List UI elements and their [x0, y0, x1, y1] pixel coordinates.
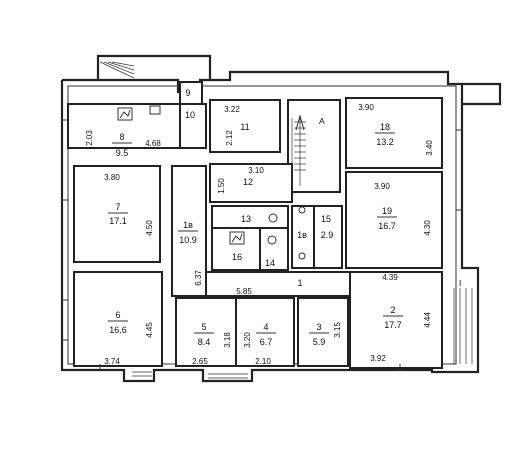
room-number: 12: [243, 177, 253, 187]
dim-label: 4.39: [382, 273, 398, 282]
room-1v-small: 1в 2.9: [297, 230, 333, 240]
dim-label: 1.50: [217, 178, 226, 194]
room-number: 16: [232, 252, 242, 262]
room-number: 14: [265, 258, 275, 268]
room-1: 1: [297, 278, 302, 288]
dim-label: 4.44: [423, 312, 432, 328]
room-number: 19: [382, 206, 392, 216]
dim-label: 6.37: [194, 270, 203, 286]
stair-bottom-left: [132, 371, 152, 377]
room-11: 11: [240, 122, 249, 132]
interior-walls: [67, 81, 443, 369]
room-1v-corridor: 1в 10.9: [178, 220, 198, 245]
room-area: 10.9: [179, 235, 197, 245]
room-6: 6 16.6: [108, 310, 128, 335]
room-number: 1: [297, 278, 302, 288]
room-area: 5.9: [313, 337, 326, 347]
stair-bottom-middle: [208, 373, 248, 379]
dim-label: 3.15: [333, 322, 342, 338]
room-12: 12: [243, 177, 253, 187]
dim-label: 5.85: [236, 287, 252, 296]
room-area: 8.4: [198, 337, 211, 347]
room-number: 13: [241, 214, 251, 224]
dim-label: 3.90: [374, 182, 390, 191]
room-number: 1в: [183, 220, 193, 230]
stair-entry-top: [99, 61, 135, 79]
room-number: 9: [185, 88, 190, 98]
dimensions: 2.03 4.68 3.22 2.12 3.90 3.40 3.10 1.50 …: [85, 103, 434, 366]
dim-label: 3.80: [104, 173, 120, 182]
room-area: 17.1: [109, 216, 127, 226]
room-number: 15: [321, 214, 331, 224]
room-19: 19 16.7: [377, 206, 397, 231]
dim-label: 2.65: [192, 357, 208, 366]
room-5: 5 8.4: [194, 322, 214, 347]
stair-mark-a: А: [319, 116, 325, 126]
room-number: 2: [390, 305, 395, 315]
room-9: 9: [185, 88, 190, 98]
room-number: 1в: [297, 230, 307, 240]
mark-i: I: [459, 278, 461, 288]
room-4: 4 6.7: [256, 322, 276, 347]
windows: [62, 119, 462, 370]
dim-label: 3.20: [243, 332, 252, 348]
room-area: 9.5: [116, 148, 129, 158]
stair-right: [453, 288, 473, 364]
dim-label: 4.30: [423, 220, 432, 236]
room-number: 6: [115, 310, 120, 320]
room-number: 5: [201, 322, 206, 332]
dim-label: 3.90: [358, 103, 374, 112]
room-number: 18: [380, 122, 390, 132]
room-area: 16.7: [378, 221, 396, 231]
room-8: 8 9.5: [112, 132, 132, 158]
room-16: 16: [232, 252, 242, 262]
dim-label: 3.40: [425, 140, 434, 156]
room-13: 13: [241, 214, 251, 224]
room-number: 4: [263, 322, 268, 332]
room-number: 3: [316, 322, 321, 332]
room-number: 11: [240, 122, 249, 132]
dim-label: 3.92: [370, 354, 386, 363]
room-15: 15: [321, 214, 331, 224]
room-area: 16.6: [109, 325, 127, 335]
room-7: 7 17.1: [108, 202, 128, 226]
room-2: 2 17.7: [383, 305, 403, 330]
dim-label: 3.18: [223, 332, 232, 348]
room-number: 10: [185, 110, 195, 120]
room-area: 13.2: [376, 137, 394, 147]
dim-label: 2.12: [225, 130, 234, 146]
dim-label: 4.68: [145, 139, 161, 148]
dim-label: 3.10: [248, 166, 264, 175]
dim-label: 4.50: [145, 220, 154, 236]
fixtures: [117, 105, 306, 260]
room-area: 17.7: [384, 320, 402, 330]
room-number: 8: [119, 132, 124, 142]
room-area: 2.9: [321, 230, 334, 240]
dim-label: 4.45: [145, 322, 154, 338]
dim-label: 2.10: [255, 357, 271, 366]
room-10: 10: [185, 110, 195, 120]
stair-a: [291, 114, 306, 186]
dim-label: 2.03: [85, 130, 94, 146]
room-number: 7: [115, 202, 120, 212]
dim-label: 3.74: [104, 357, 120, 366]
room-area: 6.7: [260, 337, 273, 347]
room-3: 3 5.9: [309, 322, 329, 347]
room-18: 18 13.2: [375, 122, 395, 147]
room-14: 14: [265, 258, 275, 268]
dim-label: 3.22: [224, 105, 240, 114]
